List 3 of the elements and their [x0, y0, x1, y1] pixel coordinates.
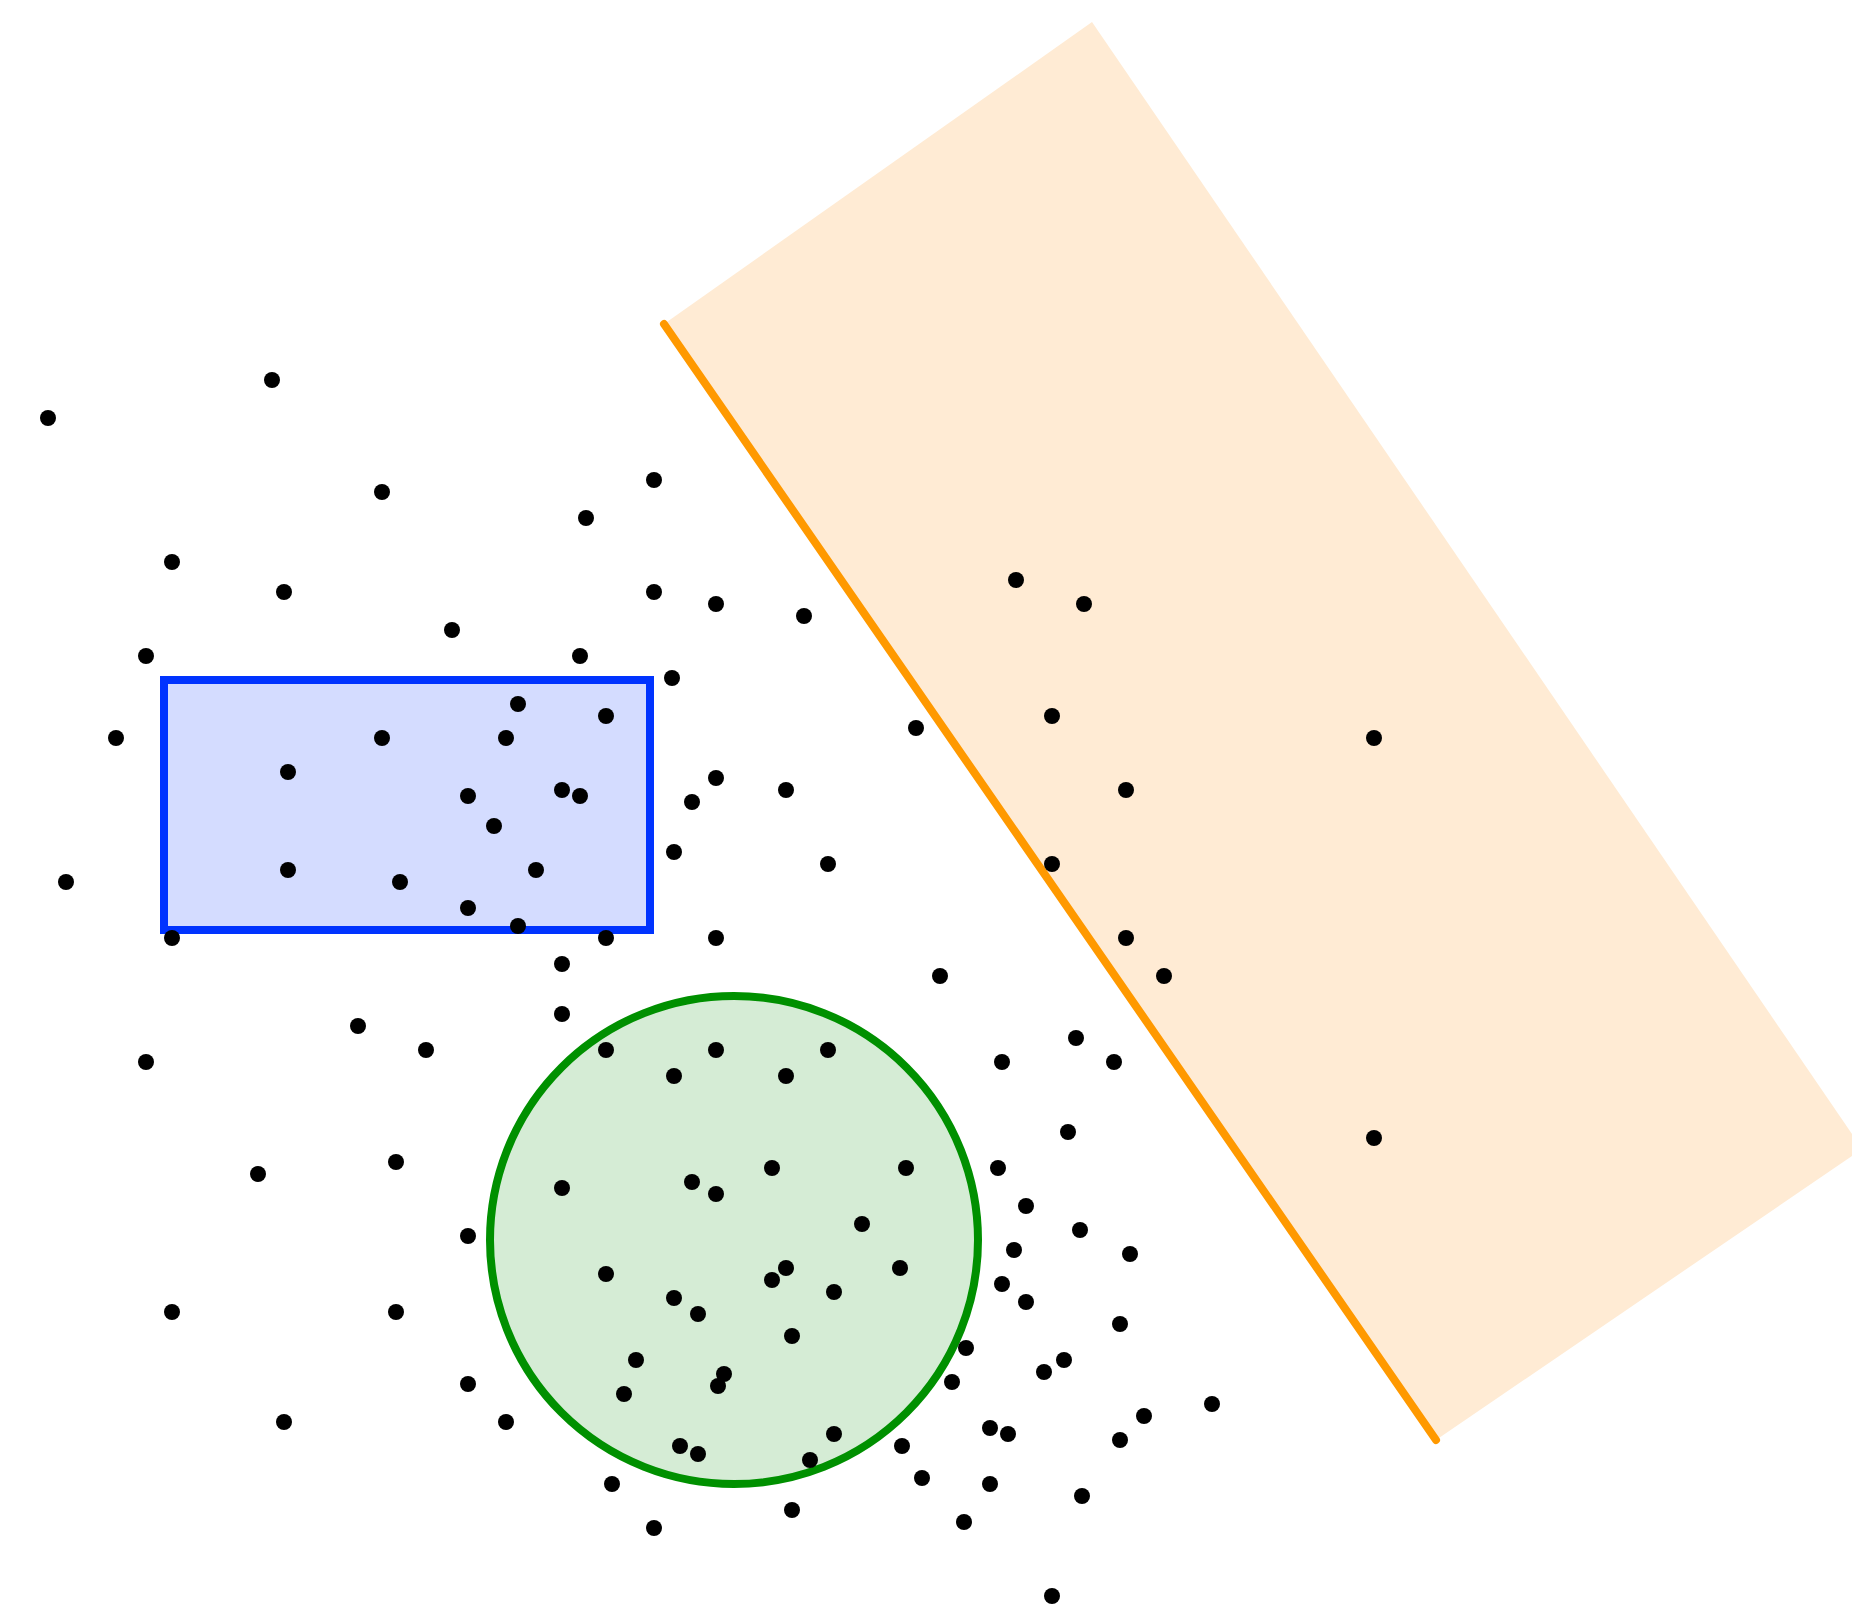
circle-region: [486, 992, 982, 1488]
half-plane-region: [660, 22, 1852, 1444]
rectangle-region: [160, 676, 654, 934]
